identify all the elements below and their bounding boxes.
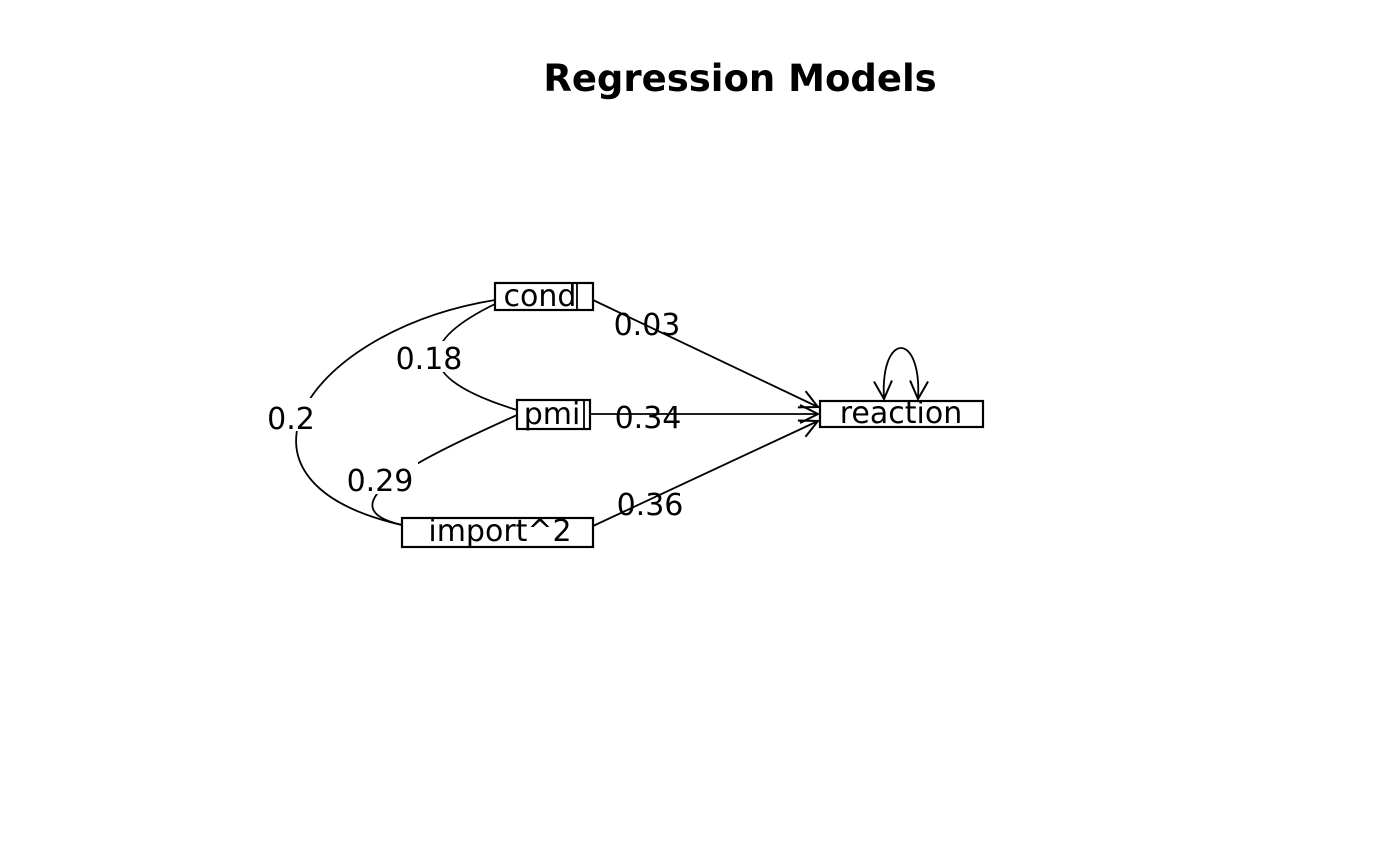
covariance-label-bg	[342, 461, 418, 494]
variance-loop-reaction-left	[873, 347, 902, 402]
node-import2-box	[400, 516, 595, 549]
node-reaction-label: reaction	[840, 396, 962, 431]
covariance-label-cond-pmi: 0.18	[396, 342, 463, 377]
coefficient-label-cond-reaction: 0.03	[614, 308, 681, 343]
coefficient-label-pmi-reaction: 0.34	[615, 401, 682, 436]
covariance-label-pmi-import2: 0.29	[347, 464, 414, 499]
node-reaction-box	[818, 399, 985, 429]
covariance-label-bg	[393, 341, 465, 372]
node-import2-label: import^2	[428, 514, 571, 549]
covariance-label-cond-import2: 0.2	[267, 402, 315, 437]
edge-import2-to-reaction	[592, 419, 821, 527]
edge-cond-to-reaction	[592, 299, 821, 409]
covariance-label-bg	[264, 398, 319, 431]
variance-loop-reaction-right	[900, 347, 929, 402]
node-pmi-box	[515, 398, 592, 431]
coefficient-label-import2-reaction: 0.36	[617, 488, 684, 523]
diagram-title: Regression Models	[543, 57, 936, 100]
node-pmi-label: pmi	[524, 397, 581, 432]
node-cond-label: cond	[504, 279, 577, 314]
